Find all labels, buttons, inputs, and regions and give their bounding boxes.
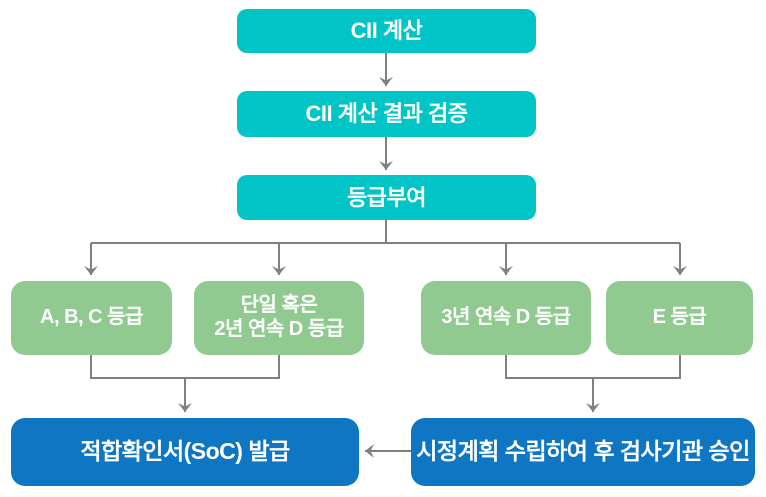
node-cii-result-verification: CII 계산 결과 검증 xyxy=(237,91,536,137)
merge-lines-right xyxy=(505,355,681,412)
branch-lines-grade xyxy=(84,220,687,275)
node-grade-d-single-or-2yr: 단일 혹은 2년 연속 D 등급 xyxy=(194,281,364,355)
merge-lines-left xyxy=(90,355,280,412)
node-soc-issuance: 적합확인서(SoC) 발급 xyxy=(11,418,359,486)
node-corrective-plan-approval: 시정계획 수립하여 후 검사기관 승인 xyxy=(411,418,755,486)
node-grade-assignment: 등급부여 xyxy=(237,175,536,220)
node-grade-abc: A, B, C 등급 xyxy=(11,281,172,355)
node-cii-calculation: CII 계산 xyxy=(237,9,536,53)
node-grade-d-3yr: 3년 연속 D 등급 xyxy=(421,281,591,355)
node-grade-e: E 등급 xyxy=(606,281,753,355)
